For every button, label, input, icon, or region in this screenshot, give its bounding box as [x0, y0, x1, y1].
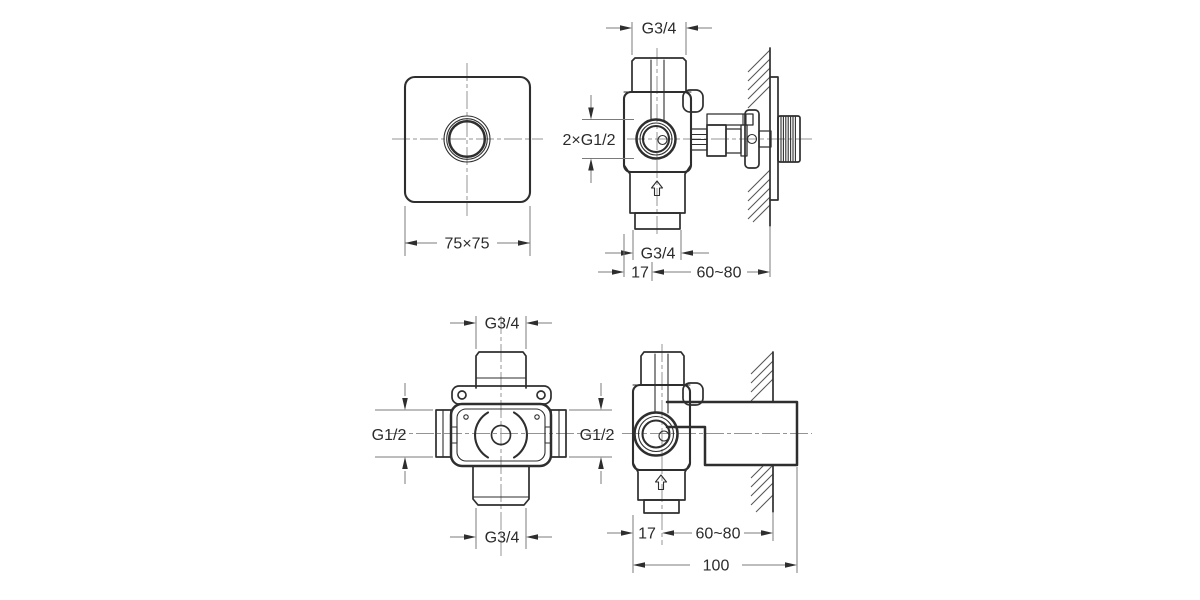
view-trim-side: G3/4 2×G1/2 G3/4 17 — [563, 21, 812, 282]
side-port-inner — [641, 419, 671, 449]
control-knob — [777, 115, 801, 163]
dim-side-ports: 2×G1/2 — [563, 95, 634, 183]
dim-wall-range-label: 60~80 — [696, 526, 741, 543]
valve-body-side — [631, 351, 704, 514]
cartridge-collar — [740, 124, 748, 157]
top-pipe — [475, 351, 527, 389]
dim-depth-row: 17 60~80 — [598, 234, 770, 282]
dim-top-thread: G3/4 — [450, 316, 552, 349]
spindle-bore — [490, 424, 512, 446]
dim-bottom-thread-label: G3/4 — [641, 246, 676, 263]
bottom-pipe — [472, 465, 530, 506]
cartridge-step — [725, 128, 742, 154]
dim-total-depth-label: 100 — [703, 558, 730, 575]
cartridge-arc-right — [512, 411, 528, 459]
dim-side-ports-label: 2×G1/2 — [563, 132, 616, 149]
body-side-tab — [682, 382, 704, 406]
dim-total-depth: 100 — [633, 467, 798, 575]
side-port-mid — [639, 122, 673, 156]
view-rough-side: 17 60~80 100 — [607, 344, 812, 575]
trim-opening-outer-ring — [443, 115, 491, 163]
bottom-pipe — [643, 499, 680, 514]
side-port-inner — [641, 124, 671, 154]
side-port-detail — [657, 134, 668, 146]
view-trim-front: 75×75 — [392, 63, 543, 256]
trim-opening-mid-ring — [446, 118, 488, 160]
side-port-mid — [637, 415, 675, 453]
spindle-rod — [706, 113, 754, 126]
dim-right-port-label: G1/2 — [580, 427, 615, 444]
dim-top-thread-label: G3/4 — [642, 21, 677, 38]
flange-screw-hole-left — [457, 390, 467, 400]
trim-opening-inner-ring — [447, 119, 487, 159]
pilot-hole-left — [463, 414, 469, 420]
dim-body-depth-label: 17 — [638, 526, 656, 543]
protection-box — [665, 400, 799, 467]
dim-body-depth-label: 17 — [631, 265, 649, 282]
spindle-through-wall — [758, 130, 772, 148]
dim-bottom-thread-label: G3/4 — [485, 530, 520, 547]
flow-direction-arrow-icon — [650, 180, 664, 197]
flange-screw — [746, 133, 758, 145]
top-pipe — [631, 57, 687, 93]
side-port-outer — [635, 118, 677, 160]
wall-hatching — [747, 49, 771, 223]
side-port-outer — [633, 411, 679, 457]
dim-top-thread-label: G3/4 — [485, 316, 520, 333]
dim-wall-range-label: 60~80 — [697, 265, 742, 282]
trim-plate-outline — [403, 75, 532, 204]
dim-top-thread: G3/4 — [606, 21, 712, 55]
side-port-detail — [658, 430, 670, 442]
dim-left-port-label: G1/2 — [372, 427, 407, 444]
body-side-tab — [682, 89, 704, 113]
dim-plate-size-label: 75×75 — [445, 236, 490, 253]
dim-right-port: G1/2 — [569, 383, 614, 484]
top-pipe — [640, 351, 685, 386]
cartridge-assembly — [690, 109, 772, 169]
flow-direction-arrow-icon — [654, 474, 668, 491]
view-rough-front: G3/4 G1/2 G1/2 — [372, 316, 614, 556]
cartridge-arc-left — [474, 411, 490, 459]
pilot-hole-right — [534, 414, 540, 420]
dim-left-port: G1/2 — [372, 383, 433, 484]
flange-screw-hole-right — [536, 390, 546, 400]
bottom-pipe — [634, 212, 681, 230]
cartridge-nut — [706, 124, 727, 157]
dim-plate-size: 75×75 — [404, 206, 531, 256]
dim-bottom-thread: G3/4 — [450, 508, 552, 549]
wall-hatching — [750, 351, 774, 513]
dim-depth-row: 17 60~80 — [607, 515, 773, 573]
dim-bottom-thread: G3/4 — [605, 230, 709, 263]
